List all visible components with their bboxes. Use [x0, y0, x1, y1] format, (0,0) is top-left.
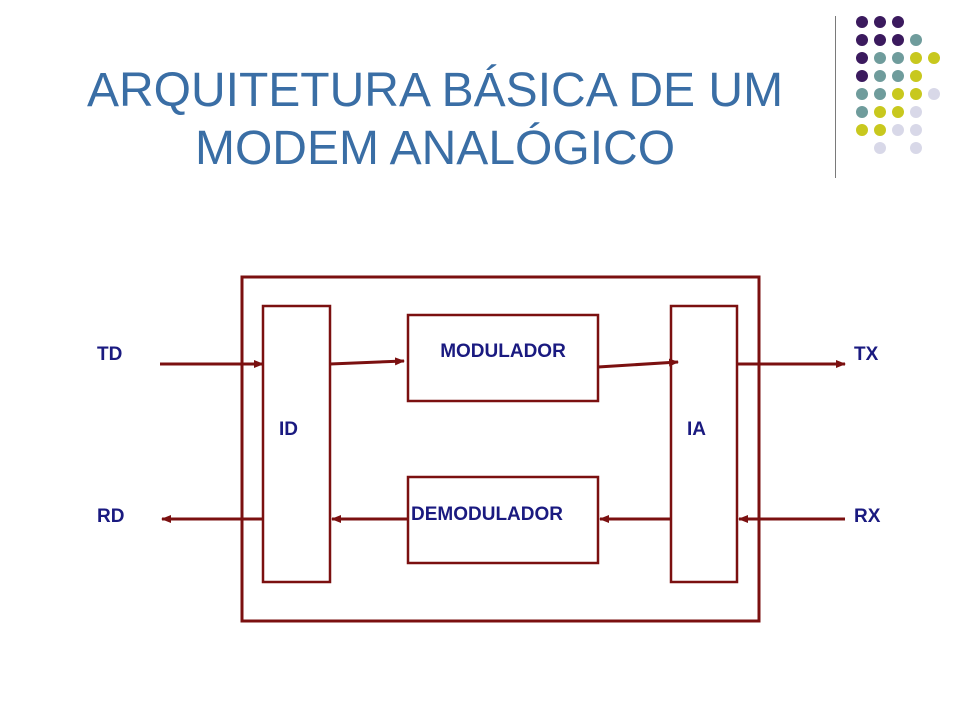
modulator-label: MODULADOR [440, 341, 566, 362]
ia-block [669, 304, 739, 584]
title-line-1: ARQUITETURA BÁSICA DE UM [86, 64, 784, 117]
id-block-label: ID [279, 419, 298, 440]
id-to-modulator-arrow [329, 357, 405, 366]
slide-title: ARQUITETURA BÁSICA DE UM MODEM ANALÓGICO [0, 62, 870, 178]
id-block [261, 304, 332, 584]
modem-outer-box [240, 275, 761, 623]
modulator-block [406, 313, 600, 403]
ia-block-label: IA [687, 419, 706, 440]
tx-label: TX [854, 344, 879, 365]
rx-label: RX [854, 506, 881, 527]
rd-label: RD [97, 506, 124, 527]
td-label: TD [97, 344, 122, 365]
title-divider [835, 16, 836, 178]
modulator-to-ia-arrow [597, 358, 679, 369]
decorative-dot-grid [856, 16, 940, 154]
demodulator-label: DEMODULADOR [411, 504, 563, 525]
title-line-2: MODEM ANALÓGICO [194, 122, 676, 175]
